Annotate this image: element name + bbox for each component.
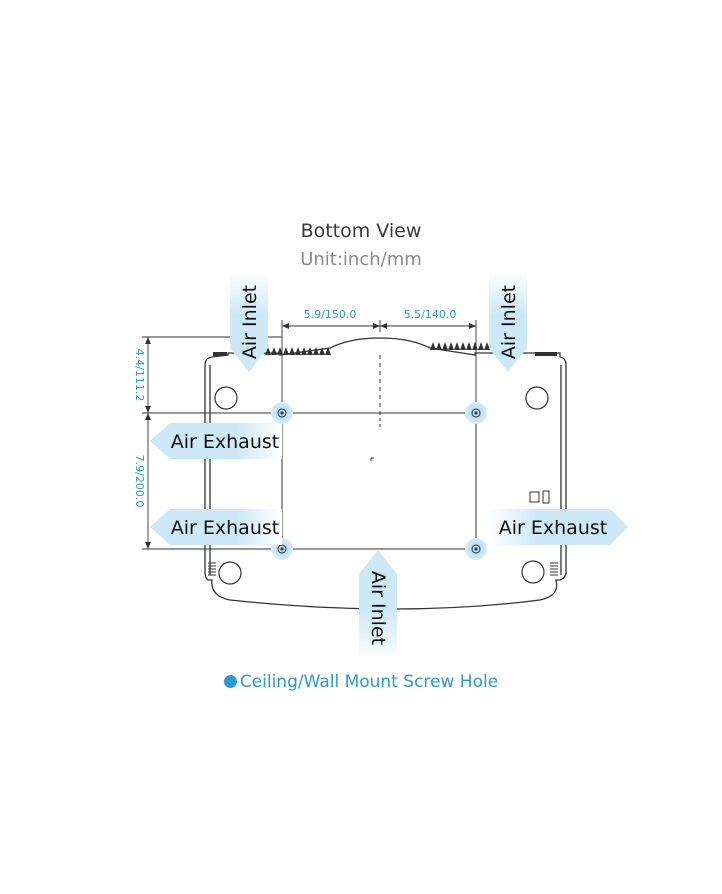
air-exhaust-arrow-right: Air Exhaust — [488, 509, 628, 545]
top-vent-fins — [213, 342, 557, 356]
svg-text:Air Exhaust: Air Exhaust — [171, 431, 279, 453]
screw-hole-top-left — [271, 402, 293, 424]
air-inlet-arrow-top-left: Air Inlet — [230, 270, 268, 372]
foot-bottom-right — [521, 560, 545, 584]
foot-top-right — [525, 386, 549, 410]
air-inlet-arrow-bottom: Air Inlet — [359, 550, 397, 660]
rubber-feet — [214, 386, 549, 585]
legend-dot-icon — [223, 675, 237, 688]
unit-label: Unit:inch/mm — [300, 249, 422, 270]
svg-text:Air Inlet: Air Inlet — [498, 285, 520, 359]
dim-left-lower: 7.9/200.0 — [133, 455, 146, 508]
screw-holes — [271, 402, 487, 560]
dim-top-right: 5.5/140.0 — [404, 308, 457, 321]
svg-text:Air Inlet: Air Inlet — [239, 285, 261, 359]
screw-hole-bottom-right — [465, 538, 487, 560]
foot-bottom-left — [218, 561, 242, 585]
body-details — [208, 355, 558, 576]
mount-hole-pattern — [281, 412, 477, 550]
svg-text:Air Exhaust: Air Exhaust — [499, 517, 607, 539]
diagram-title: Bottom View — [300, 220, 422, 242]
dim-top-left: 5.9/150.0 — [304, 308, 357, 321]
foot-top-left — [214, 386, 238, 410]
legend: Ceiling/Wall Mount Screw Hole — [0, 672, 722, 692]
dimension-arrowheads — [145, 323, 476, 549]
legend-label: Ceiling/Wall Mount Screw Hole — [239, 672, 499, 692]
dim-left-upper: 4.4/111.2 — [133, 349, 146, 402]
screw-hole-top-right — [465, 402, 487, 424]
air-inlet-arrow-top-right: Air Inlet — [489, 270, 527, 372]
air-exhaust-arrow-left-upper: Air Exhaust — [150, 423, 282, 459]
air-exhaust-arrow-left-lower: Air Exhaust — [150, 509, 282, 545]
svg-text:Air Inlet: Air Inlet — [367, 571, 389, 645]
svg-text:Air Exhaust: Air Exhaust — [171, 517, 279, 539]
